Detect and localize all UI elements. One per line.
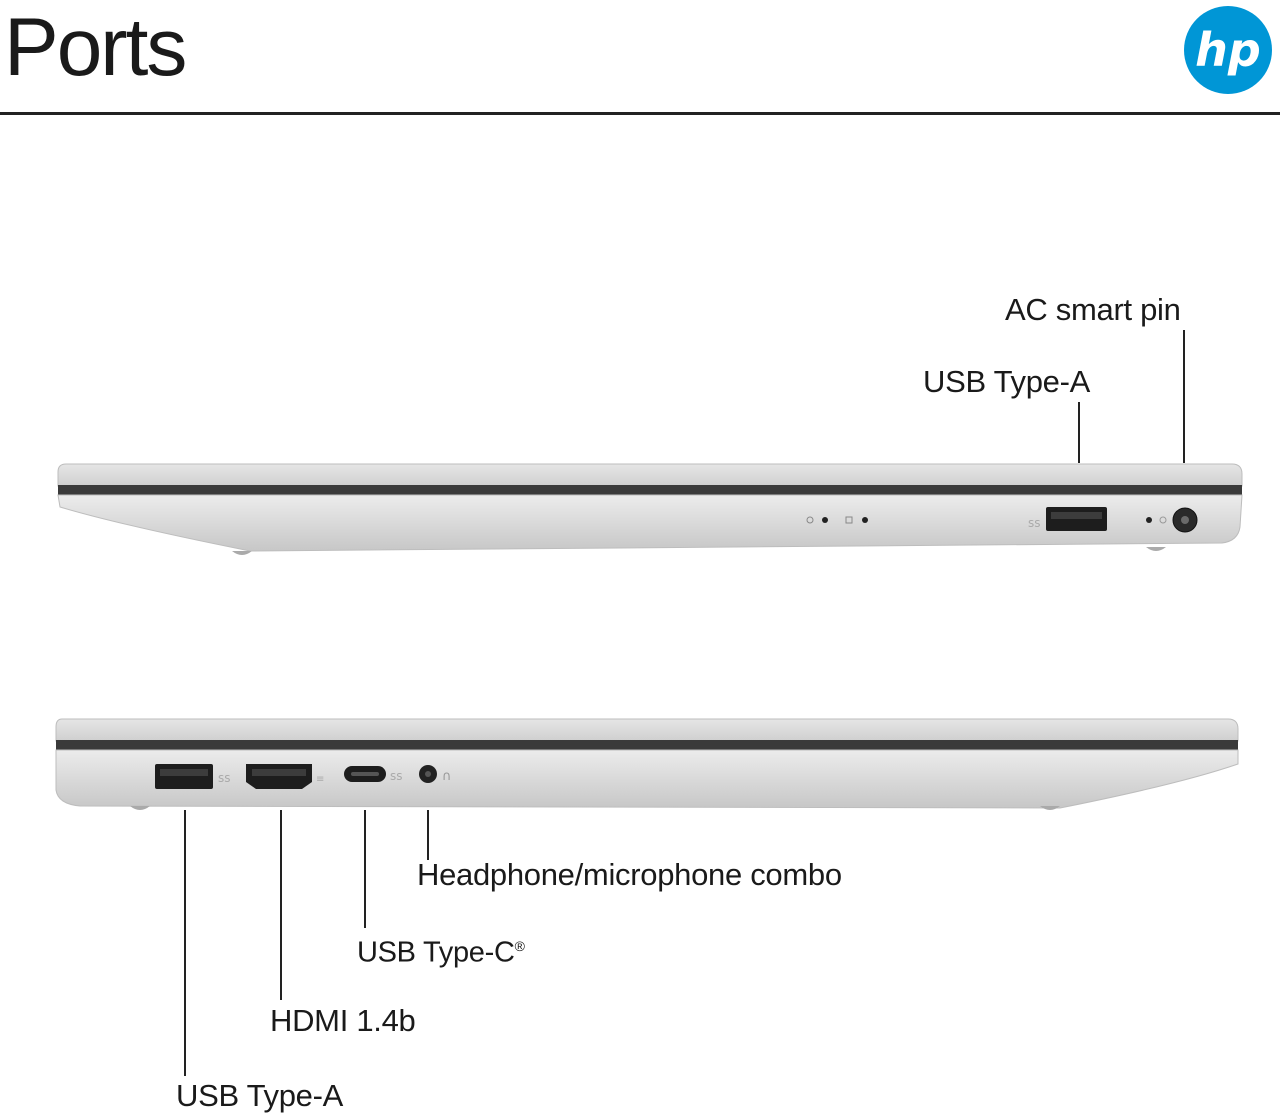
svg-text:ss: ss (390, 769, 403, 783)
label-hdmi: HDMI 1.4b (270, 1003, 416, 1038)
label-usb-type-c-text: USB Type-C (357, 936, 515, 969)
leader-usb-type-a-left (184, 810, 186, 1076)
label-usb-type-c: USB Type-C® (357, 928, 525, 971)
page-title: Ports (4, 2, 187, 93)
label-headphone-combo: Headphone/microphone combo (417, 857, 842, 892)
svg-text:≡: ≡ (316, 774, 324, 785)
indicator-light-icon (822, 517, 828, 523)
headset-icon: ∩ (442, 769, 452, 784)
charge-light-icon (1146, 517, 1152, 523)
laptop-right-side-view: ss (57, 463, 1243, 555)
svg-text:ss: ss (218, 771, 231, 785)
svg-text:ss: ss (1028, 516, 1041, 530)
registered-mark: ® (514, 938, 525, 954)
label-usb-type-a-left: USB Type-A (176, 1078, 344, 1113)
indicator-light-icon (862, 517, 868, 523)
hinge-gap (58, 485, 1242, 495)
header-divider (0, 112, 1280, 115)
laptop-left-side-view: ss ≡ ss ∩ (55, 718, 1239, 810)
hinge-gap (56, 740, 1238, 750)
hp-logo-text: hp (1195, 23, 1261, 77)
label-usb-type-a-right: USB Type-A (923, 364, 1091, 399)
label-ac-smart-pin: AC smart pin (1005, 292, 1181, 327)
hp-logo: hp (1184, 6, 1272, 94)
leader-usb-type-a-right (1078, 402, 1080, 463)
indicator-icon (806, 516, 814, 524)
hdmi-port-icon (246, 764, 312, 789)
leader-ac-smart-pin (1183, 330, 1185, 463)
leader-usb-type-c (364, 810, 366, 928)
indicator-icon (845, 516, 853, 524)
usb-type-a-port-icon (155, 764, 213, 789)
leader-headphone-combo (427, 810, 429, 860)
leader-hdmi (280, 810, 282, 1000)
